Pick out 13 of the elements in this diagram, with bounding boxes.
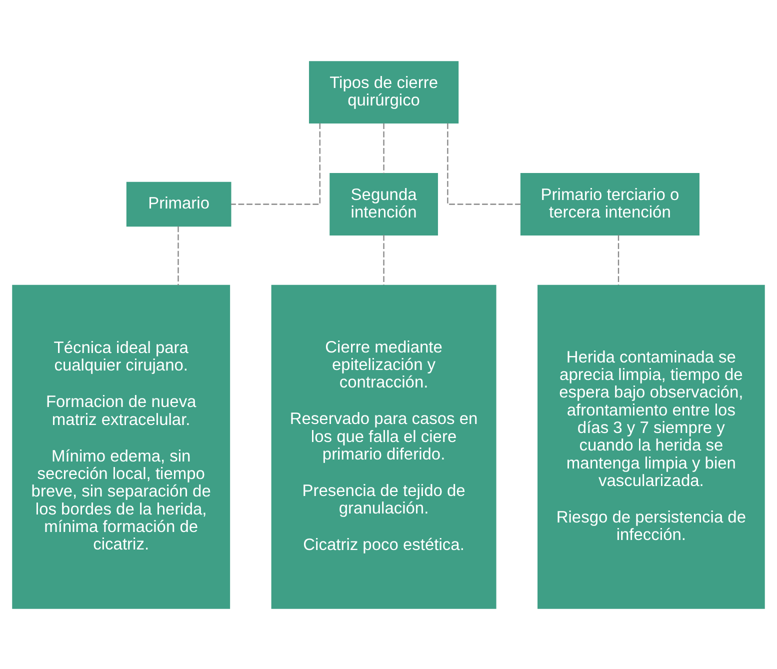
connector [230, 122, 320, 204]
node-box: Herida contaminada se aprecia limpia, tiempo de espera bajo observación, afrontamiento entre los días 3 y 7 siempre y cuando la herida se mantenga limpia y bien vascularizada. Riesgo de persistencia de infección. [538, 284, 765, 608]
connector [618, 234, 620, 285]
connector [178, 226, 179, 285]
node-box: Primario [126, 181, 232, 226]
connector [447, 122, 521, 204]
node-box: Tipos de cierre quirúrgico [308, 60, 459, 124]
node-box: Técnica ideal para cualquier cirujano. Formacion de nueva matriz extracelular. Mínimo edema, sin secreción local, tiempo breve, sin separación de los bordes de la herida, mínima formación de cicatriz. [12, 284, 230, 608]
node-box: Primario terciario o tercera intención [520, 172, 700, 235]
connector [383, 234, 384, 285]
node-box: Cierre mediante epitelización y contracción. Reservado para casos en los que falla el ciere primario diferido. Presencia de tejido de granulación. Cicatriz poco estética. [271, 284, 496, 608]
node-box: Segunda intención [330, 172, 438, 235]
connector [383, 122, 384, 173]
